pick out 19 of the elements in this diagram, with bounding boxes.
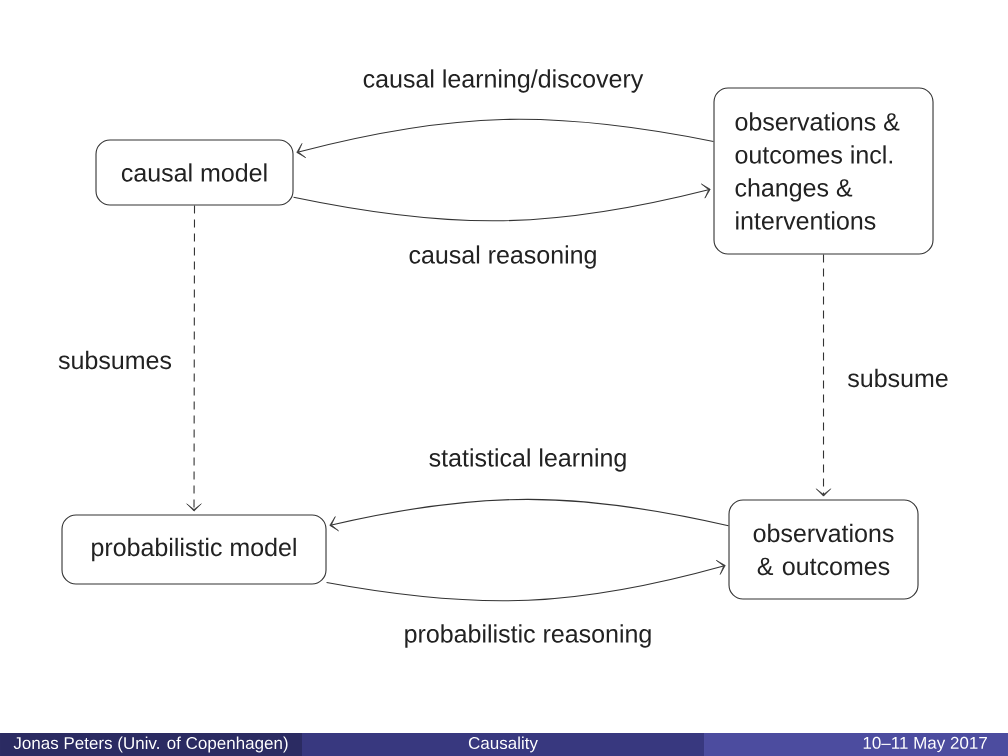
footer-bar: Causality [302,733,704,756]
edge-label: causal reasoning [406,243,600,271]
edge-label: subsumes [56,348,174,372]
rounded-box: observations & outcomes [728,499,919,600]
edge-label: causal learning/discovery [360,67,646,95]
arrow [296,118,714,158]
dashed-arrow [186,205,202,512]
dashed-arrow [815,254,832,497]
edge-label: subsume [845,366,951,390]
footer-bar: 10–11 May 2017 [704,733,1008,756]
edge-label: statistical learning [426,446,630,474]
arrow [326,560,726,602]
rounded-box: causal model [95,139,294,206]
arrow [329,498,729,532]
edge-label: probabilistic reasoning [401,622,655,650]
rounded-box: probabilistic model [61,514,327,585]
arrow [293,183,711,222]
rounded-box: observations & outcomes incl. changes & interventions [713,87,934,255]
footer-bar: Jonas Peters (Univ. of Copenhagen) [0,733,302,756]
